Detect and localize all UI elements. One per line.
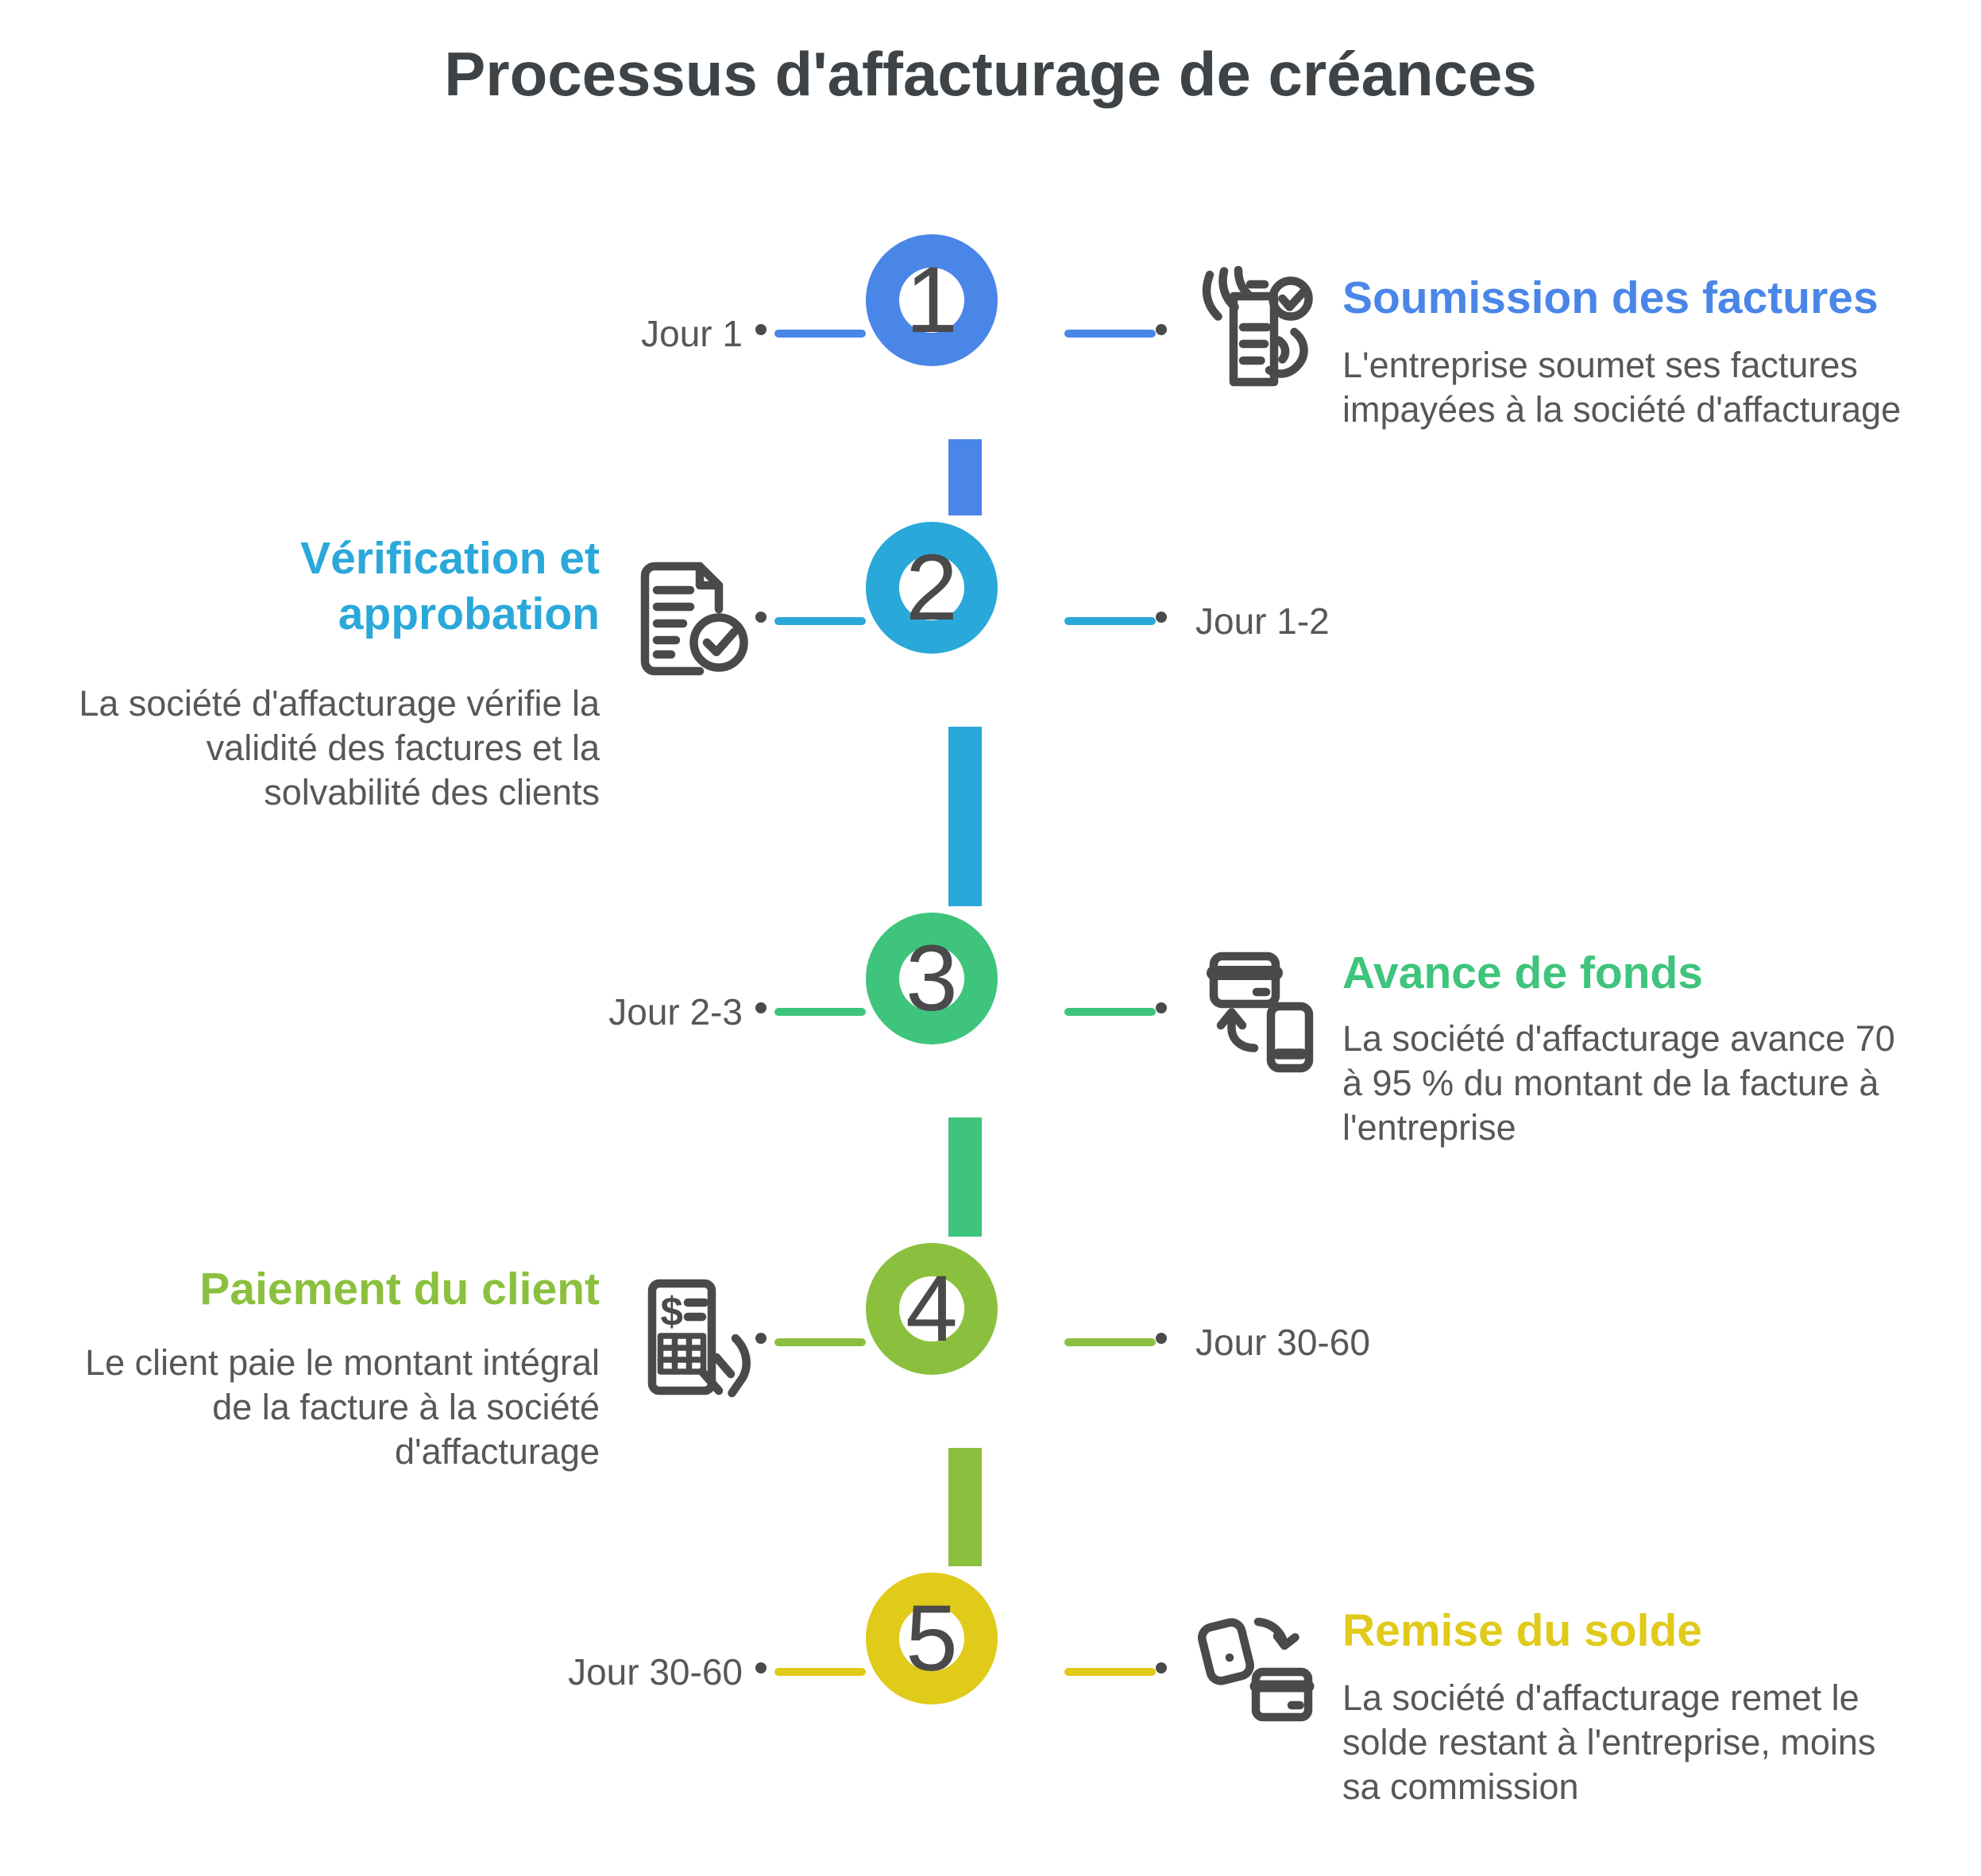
- svg-text:$: $: [661, 1289, 683, 1334]
- timeline-dot: [1156, 1662, 1167, 1673]
- step-4-title: Paiement du client: [199, 1264, 600, 1314]
- timeline-connector-4-5: [948, 1448, 982, 1566]
- timeline-connector-3-4: [948, 1117, 982, 1237]
- timeline-line: [774, 1008, 866, 1016]
- timeline-dot: [1156, 612, 1167, 623]
- step-4-circle: 4: [866, 1243, 998, 1375]
- timeline-line: [774, 1338, 866, 1346]
- step-1-day-label: Jour 1: [641, 313, 743, 354]
- step-3-title: Avance de fonds: [1342, 948, 1703, 998]
- step-2-circle: 2: [866, 522, 998, 654]
- timeline-dot: [755, 612, 767, 623]
- timeline-line: [1064, 330, 1156, 338]
- step-4-number: 4: [906, 1256, 958, 1361]
- step-1-number: 1: [906, 248, 958, 353]
- timeline-connector-2-3: [948, 727, 982, 906]
- step-1-circle: 1: [866, 234, 998, 366]
- step-3-description: La société d'affacturage avance 70 à 95 …: [1342, 1018, 1895, 1148]
- hand-invoice-check-icon: [1184, 261, 1326, 403]
- step-5-description: La société d'affacturage remet le solde …: [1342, 1677, 1876, 1807]
- step-5-number: 5: [906, 1586, 958, 1691]
- timeline-line: [1064, 1668, 1156, 1676]
- timeline-dot: [755, 1002, 767, 1013]
- timeline-line: [774, 617, 866, 625]
- timeline-line: [774, 1668, 866, 1676]
- timeline-line: [1064, 1338, 1156, 1346]
- timeline-dot: [755, 1333, 767, 1344]
- step-2-day-label: Jour 1-2: [1195, 600, 1330, 642]
- page-title: Processus d'affacturage de créances: [444, 39, 1537, 109]
- step-3-circle: 3: [866, 913, 998, 1044]
- step-2-number: 2: [906, 535, 958, 640]
- timeline-dot: [1156, 1333, 1167, 1344]
- document-check-icon: [621, 550, 764, 693]
- wallet-to-card-icon: [1182, 1598, 1325, 1741]
- step-3-day-label: Jour 2-3: [608, 991, 743, 1033]
- timeline-dot: [1156, 1002, 1167, 1013]
- timeline-dot: [755, 324, 767, 335]
- step-4-description: Le client paie le montant intégral de la…: [85, 1342, 600, 1472]
- step-4-day-label: Jour 30-60: [1195, 1322, 1370, 1363]
- timeline-dot: [755, 1662, 767, 1673]
- card-to-phone-transfer-icon: [1185, 937, 1328, 1080]
- timeline-connector-1-2: [948, 439, 982, 515]
- step-5-title: Remise du solde: [1342, 1605, 1702, 1656]
- timeline-line: [774, 330, 866, 338]
- timeline-line: [1064, 617, 1156, 625]
- step-2-title: Vérification et approbation: [300, 533, 600, 639]
- timeline-dot: [1156, 324, 1167, 335]
- step-1-title: Soumission des factures: [1342, 272, 1879, 323]
- step-2-description: La société d'affacturage vérifie la vali…: [79, 683, 600, 813]
- step-3-number: 3: [906, 926, 958, 1031]
- invoice-payment-hand-icon: $: [626, 1269, 769, 1412]
- step-1-description: L'entreprise soumet ses factures impayée…: [1342, 345, 1902, 430]
- timeline-line: [1064, 1008, 1156, 1016]
- step-5-day-label: Jour 30-60: [568, 1651, 743, 1693]
- step-5-circle: 5: [866, 1573, 998, 1704]
